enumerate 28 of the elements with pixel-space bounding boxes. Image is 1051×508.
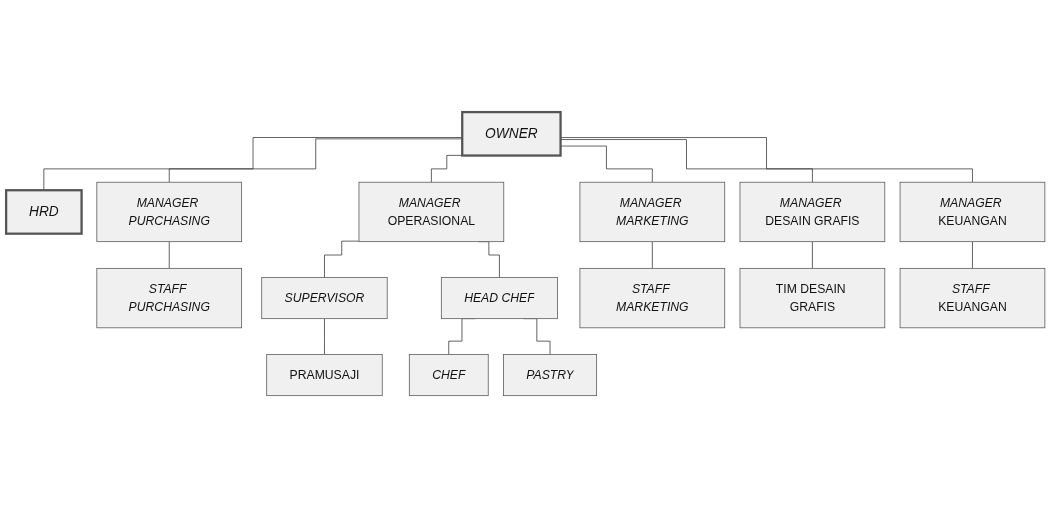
node-box: SUPERVISOR — [261, 277, 388, 320]
node-box: PRAMUSAJI — [266, 354, 383, 397]
connector — [168, 138, 463, 183]
connector — [560, 145, 653, 183]
node-box: CHEF — [408, 354, 489, 397]
connector — [324, 240, 360, 278]
connector — [560, 139, 813, 183]
connector — [431, 155, 463, 183]
node-box: STAFF MARKETING — [579, 268, 726, 329]
node-box: MANAGER MARKETING — [579, 181, 726, 243]
connector — [168, 241, 170, 269]
node-box: STAFF PURCHASING — [96, 268, 243, 329]
connector — [43, 137, 463, 191]
node-box: HRD — [4, 189, 83, 235]
node-box: MANAGER PURCHASING — [96, 181, 243, 243]
node-box: TIM DESAIN GRAFIS — [739, 268, 886, 329]
connector — [972, 241, 973, 269]
node-box: MANAGER DESAIN GRAFIS — [739, 181, 886, 243]
node-box: MANAGER KEUANGAN — [899, 181, 1046, 243]
node-box: MANAGER OPERASIONAL — [358, 181, 505, 243]
connector — [812, 241, 813, 269]
node-box: STAFF KEUANGAN — [899, 268, 1046, 329]
connector — [651, 241, 653, 269]
connector — [324, 318, 325, 355]
connector — [560, 137, 973, 183]
node-box: OWNER — [461, 111, 562, 157]
node-box: HEAD CHEF — [440, 277, 558, 320]
node-box: PASTRY — [503, 354, 598, 397]
